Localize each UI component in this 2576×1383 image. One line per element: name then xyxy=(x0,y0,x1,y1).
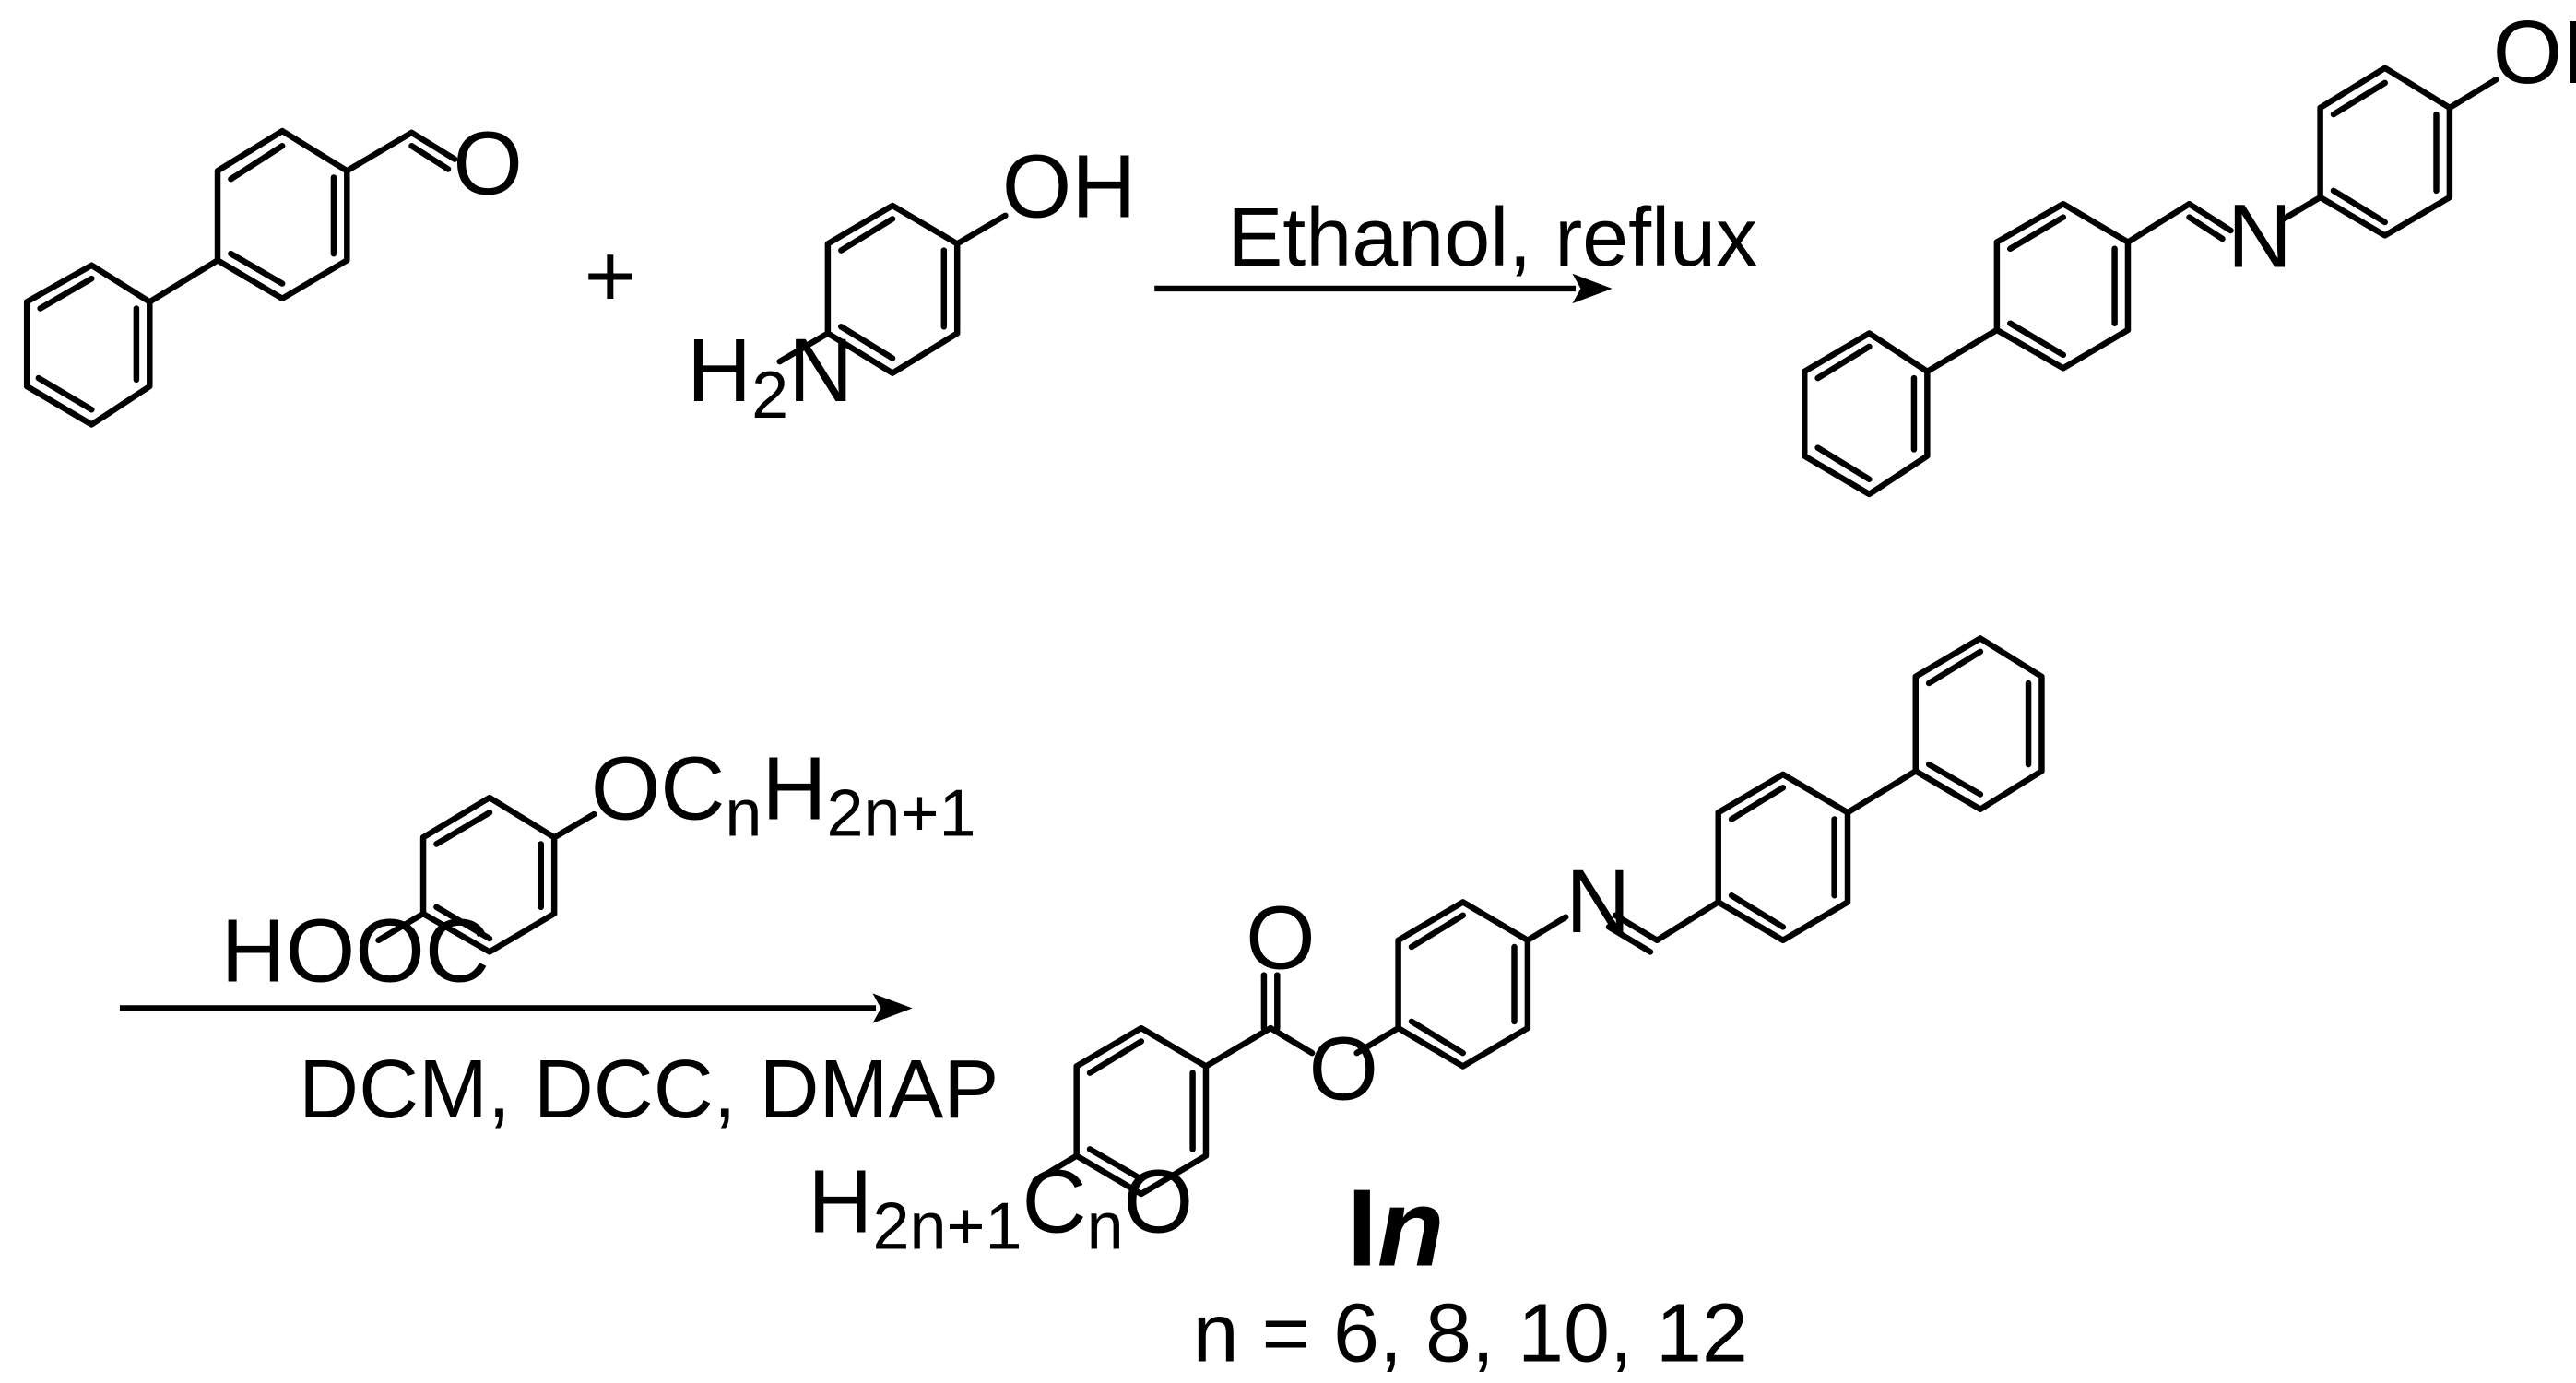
benzene-ring xyxy=(1395,899,1531,1070)
product-molecule: H2n+1CnO O O N xyxy=(808,635,2045,1263)
amine-label: H2N xyxy=(687,320,853,432)
alkoxybenzoic-acid: OCnH2n+1 HOOC xyxy=(221,738,976,1000)
benzene-ring xyxy=(214,127,350,301)
aminophenol: OH H2N xyxy=(687,136,1136,433)
schiff-base-intermediate: N OH xyxy=(1802,2,2576,498)
imine-nitrogen: N xyxy=(2227,186,2292,287)
hydroxyl-label: OH xyxy=(2493,2,2576,102)
step2-conditions: DCM, DCC, DMAP xyxy=(299,1044,998,1136)
carbonyl-oxygen: O xyxy=(1246,887,1316,987)
n-values: n = 6, 8, 10, 12 xyxy=(1193,1288,1748,1380)
benzene-ring xyxy=(2317,65,2453,239)
ester-oxygen: O xyxy=(1308,1018,1378,1118)
phenyl-ring xyxy=(1912,635,2045,812)
phenyl-ring xyxy=(1802,330,1931,498)
hydroxyl-label: OH xyxy=(1002,136,1137,237)
benzene-ring xyxy=(1993,200,2132,372)
step1-conditions: Ethanol, reflux xyxy=(1227,192,1757,284)
reaction-arrow-2 xyxy=(119,993,913,1023)
alkoxy-label: OCnH2n+1 xyxy=(591,738,976,850)
phenyl-ring xyxy=(23,262,153,428)
reaction-arrow-1 xyxy=(1154,273,1613,304)
compound-label: In xyxy=(1347,1167,1444,1289)
biphenyl-aldehyde: O xyxy=(23,112,523,428)
carboxyl-label: HOOC xyxy=(221,901,490,1001)
plus-sign: + xyxy=(585,226,637,326)
aldehyde-oxygen: O xyxy=(453,112,523,213)
benzene-ring xyxy=(1715,771,1851,944)
product-alkoxy-label: H2n+1CnO xyxy=(808,1151,1193,1263)
